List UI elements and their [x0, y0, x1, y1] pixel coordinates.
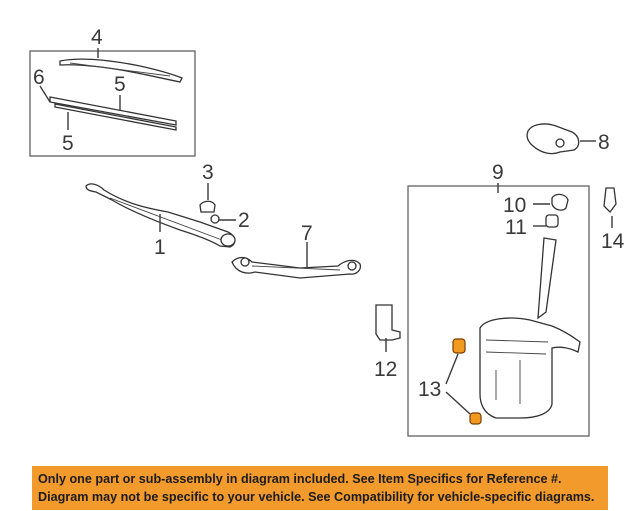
washer-nozzle[interactable] — [603, 187, 617, 213]
wiper-linkage[interactable] — [231, 256, 362, 279]
callout-1: 1 — [154, 236, 166, 259]
callout-14: 14 — [601, 230, 625, 253]
wiper-refill[interactable] — [49, 96, 177, 131]
washer-cap[interactable] — [545, 214, 559, 228]
callout-10: 10 — [503, 194, 526, 217]
callout-5-upper: 5 — [114, 73, 126, 96]
notice-line-1: Only one part or sub-assembly in diagram… — [38, 472, 562, 486]
washer-grommet[interactable] — [551, 193, 569, 211]
callout-6: 6 — [33, 66, 45, 89]
washer-pump[interactable] — [375, 304, 401, 341]
callout-3: 3 — [202, 161, 214, 184]
wiper-blade-inset-box — [29, 50, 196, 157]
wiper-blade[interactable] — [59, 58, 183, 83]
callout-4: 4 — [91, 26, 103, 49]
wiper-motor[interactable] — [526, 123, 580, 155]
notice-line-2: Diagram may not be specific to your vehi… — [38, 490, 595, 504]
washer-reservoir[interactable] — [479, 237, 581, 419]
callout-12: 12 — [374, 358, 397, 381]
callout-5-lower: 5 — [62, 132, 74, 155]
reservoir-grommet-upper[interactable] — [452, 338, 466, 354]
callout-13: 13 — [418, 378, 441, 401]
compatibility-notice-banner: Only one part or sub-assembly in diagram… — [32, 466, 608, 510]
callout-11: 11 — [505, 216, 527, 239]
callout-2: 2 — [238, 209, 250, 232]
leader-lines — [39, 48, 613, 415]
arm-nut[interactable] — [210, 214, 220, 224]
reservoir-grommet-lower[interactable] — [469, 412, 482, 425]
callout-8: 8 — [598, 131, 610, 154]
pivot-cap[interactable] — [199, 200, 216, 213]
callout-9: 9 — [492, 161, 504, 184]
callout-labels: 4 6 5 5 3 2 1 7 8 9 10 11 14 12 13 — [33, 26, 625, 401]
callout-7: 7 — [301, 222, 313, 245]
